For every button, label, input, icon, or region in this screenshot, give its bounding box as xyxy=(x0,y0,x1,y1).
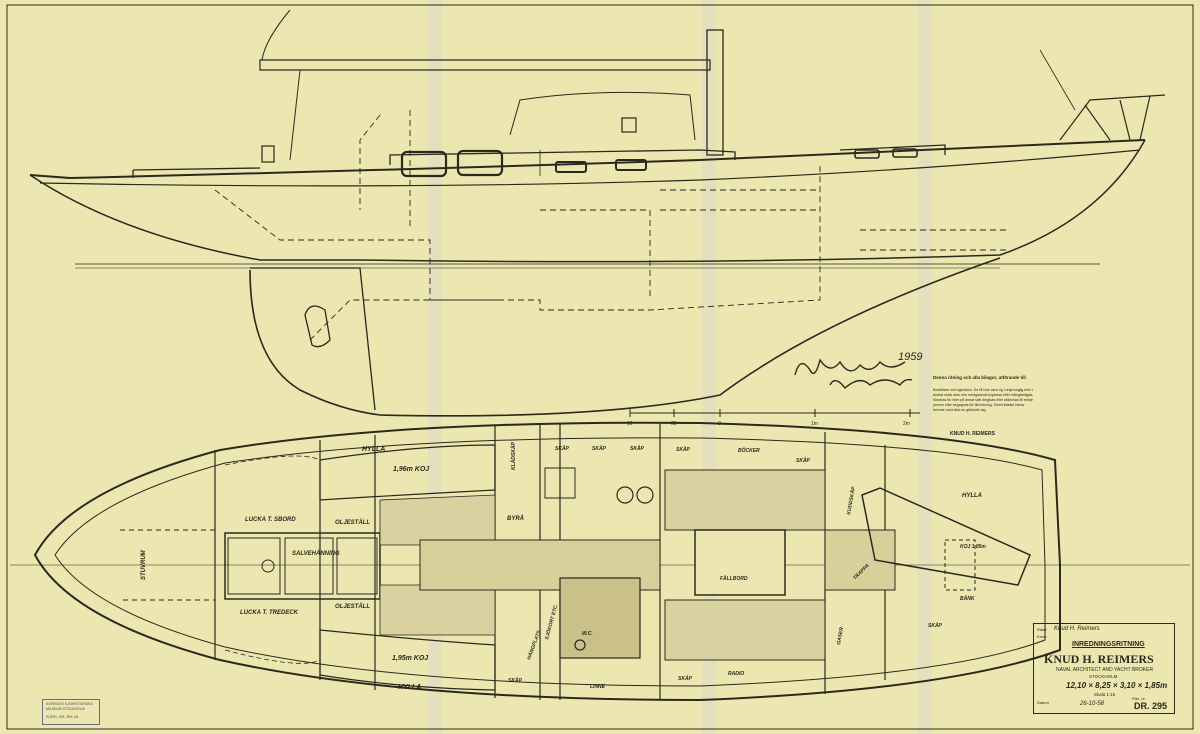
dwg-no-label: Ritn. nr. xyxy=(1132,696,1146,701)
label-kladskap: KLÄDSKÅP xyxy=(510,442,517,470)
label-wc: W.C. xyxy=(582,631,593,637)
profile-view xyxy=(29,9,1166,417)
stamp-line-2: MUSEUM STOCKHOLM xyxy=(46,707,85,711)
date-label: Datum xyxy=(1037,700,1049,705)
scale: Skala 1:15 xyxy=(1094,692,1116,697)
keel-profile xyxy=(249,257,1001,417)
label-gaser: GASER xyxy=(836,626,845,645)
rudder-opening xyxy=(304,305,331,348)
fold-line xyxy=(918,0,932,734)
hull-outline xyxy=(33,421,1061,702)
plan-view xyxy=(10,421,1190,702)
drawn-label: Ritad xyxy=(1037,627,1047,632)
saloon-table xyxy=(694,529,786,596)
label-skap: SKÅP xyxy=(592,445,607,452)
boom xyxy=(259,59,711,71)
scale-tick: 1m xyxy=(811,421,818,427)
label-stuvrum: STUVRUM xyxy=(141,549,147,580)
head-compartment xyxy=(559,577,641,659)
scale-tick: 2m xyxy=(903,421,910,427)
label-linne: LINNE xyxy=(590,684,606,690)
title-block: Ritad Knud H. Reimers Kontr INREDNINGSRI… xyxy=(1033,623,1175,714)
label-hylla: HYLLA xyxy=(398,684,421,691)
porthole-6 xyxy=(892,148,918,158)
label-koj: KOJ 1,85m xyxy=(960,544,986,550)
scale-bar: 10 05 0 1m 2m xyxy=(627,409,920,427)
label-sjokort: SJÖKORT ETC. xyxy=(543,603,559,640)
label-skap: SKÅP xyxy=(678,675,693,682)
scale-tick: 10 xyxy=(627,421,633,427)
binnacle xyxy=(261,145,275,163)
backstay xyxy=(1039,49,1076,111)
stamp-line-1: SVERIGES SJÖHISTORISKA xyxy=(46,702,93,706)
label-salvehanning: SALVEHÄNNING xyxy=(292,550,340,557)
notice-title: Denna ritning och alla bilagor, utförand… xyxy=(933,375,1026,380)
porthole-3 xyxy=(555,161,587,173)
date: 26-10-58 xyxy=(1080,701,1105,707)
sole-panel xyxy=(664,599,826,661)
sail-edge xyxy=(261,9,291,61)
pulpit xyxy=(1059,94,1166,141)
firm-city: STOCKHOLM xyxy=(1089,674,1118,679)
label-skap: SKÅP xyxy=(796,457,811,464)
label-oljestall: OLJESTÄLL xyxy=(335,603,370,610)
firm-name: KNUD H. REIMERS xyxy=(1044,652,1154,666)
signature: 1959 xyxy=(794,351,922,390)
notice-body: Beställare min egendom. De få icke vara … xyxy=(933,388,1034,412)
label-oljestall: OLJESTÄLL xyxy=(335,519,370,526)
drawn-by: Knud H. Reimers xyxy=(1054,626,1100,632)
sole-panel xyxy=(379,494,496,546)
label-bank: BÄNK xyxy=(960,595,975,602)
label-skap: SKÅP xyxy=(928,622,943,629)
cabin-trunk xyxy=(132,144,946,178)
label-skap: SKÅP xyxy=(555,445,570,452)
firm-subtitle: NAVAL ARCHITECT AND YACHT BROKER xyxy=(1056,667,1154,673)
scale-tick: 05 xyxy=(671,421,677,427)
ventilator xyxy=(621,117,637,133)
notice-signature: KNUD H. REIMERS xyxy=(950,431,996,437)
porthole-5 xyxy=(854,149,880,159)
label-bocker: BÖCKER xyxy=(738,447,760,454)
keel-front xyxy=(250,267,376,411)
label-lucka: LUCKA T. TREDECK xyxy=(240,610,299,616)
label-skap: SKÅP xyxy=(630,445,645,452)
label-koj: 1,96m KOJ xyxy=(393,466,430,473)
label-kuddskap: KUDDSKÅP xyxy=(845,486,857,516)
sole-panel xyxy=(379,584,496,636)
museum-stamp: SVERIGES SJÖHISTORISKA MUSEUM STOCKHOLM … xyxy=(42,699,100,725)
stanchion xyxy=(289,69,301,161)
porthole-1 xyxy=(400,150,448,178)
floor-planking xyxy=(824,529,896,591)
label-skap: SKÅP xyxy=(508,677,523,684)
label-skap: SKÅP xyxy=(676,446,691,453)
cabin-hatch xyxy=(224,532,381,600)
label-byra: BYRÅ xyxy=(507,515,524,522)
stamp-ref: SJÖH. KR. RH-16 xyxy=(46,714,79,719)
dimensions: 12,10 × 8,25 × 3,10 × 1,85m xyxy=(1066,681,1168,690)
sheet-border xyxy=(6,4,1194,730)
porthole-2 xyxy=(456,149,504,177)
label-fallbord: FÄLLBORD xyxy=(720,575,748,582)
sole-panel xyxy=(664,469,826,531)
rubbing-strake xyxy=(39,149,1141,187)
label-radio: RADIO xyxy=(728,671,744,677)
drawing-title: INREDNINGSRITNING xyxy=(1072,641,1145,648)
label-hylla: HYLLA xyxy=(362,446,385,453)
label-koj: 1,95m KOJ xyxy=(392,655,429,662)
aft-berth xyxy=(861,487,1031,586)
mast xyxy=(706,29,724,156)
checked-label: Kontr xyxy=(1037,634,1047,639)
porthole-4 xyxy=(615,159,647,171)
copyright-notice: Denna ritning och alla bilagor, utförand… xyxy=(930,368,1038,438)
sheer-line xyxy=(29,139,1146,180)
label-hylla: HYLLA xyxy=(962,493,982,499)
signature-year: 1959 xyxy=(898,351,922,363)
dwg-no: DR. 295 xyxy=(1134,701,1168,711)
label-lucka: LUCKA T. SBORD xyxy=(245,517,296,523)
windshield xyxy=(509,91,696,141)
hull-topside xyxy=(29,139,1146,263)
